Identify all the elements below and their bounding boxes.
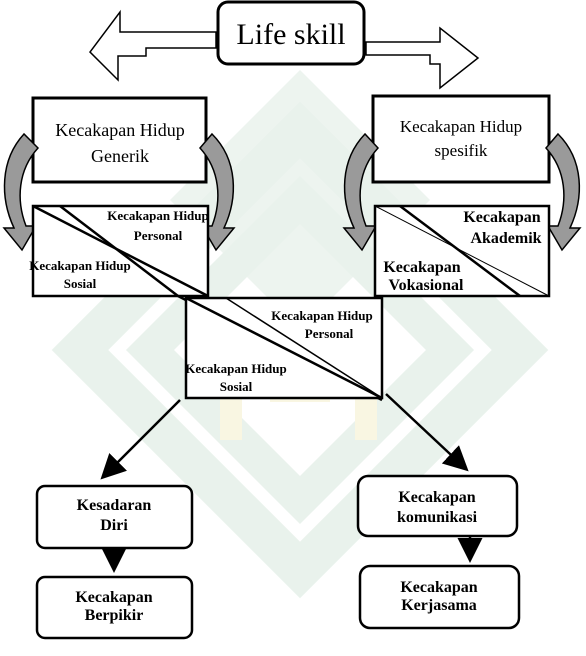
curl-arrow-specific-right bbox=[544, 132, 582, 252]
generic-box bbox=[31, 96, 208, 184]
specific-box-line1: Kecakapan Hidup bbox=[400, 117, 522, 136]
generic-sosial-line1: Kecakapan Hidup bbox=[29, 258, 131, 273]
arrow-root-right bbox=[365, 26, 480, 90]
middle-personal-line1: Kecakapan Hidup bbox=[271, 308, 373, 323]
curl-arrow-specific-left bbox=[342, 132, 380, 252]
kesadaran-line1: Kesadaran bbox=[77, 497, 152, 514]
specific-vokasional-line1: Kecakapan bbox=[383, 259, 460, 276]
berpikir-line1: Kecakapan bbox=[75, 589, 152, 606]
curl-arrow-generic-left bbox=[2, 132, 40, 252]
specific-box-line2: spesifik bbox=[435, 141, 488, 160]
middle-personal-line2: Personal bbox=[305, 326, 354, 341]
komunikasi-line1: Kecakapan bbox=[398, 489, 475, 506]
middle-split-diagonal bbox=[185, 296, 383, 400]
specific-split-diagonal-2 bbox=[374, 205, 550, 297]
berpikir-line2: Berpikir bbox=[85, 607, 144, 624]
generic-box-line1: Kecakapan Hidup bbox=[55, 120, 184, 140]
curl-arrow-generic-right bbox=[198, 132, 236, 252]
kerjasama-line1: Kecakapan bbox=[400, 579, 477, 596]
kesadaran-line2: Diri bbox=[100, 517, 128, 534]
komunikasi-line2: komunikasi bbox=[397, 509, 478, 526]
middle-sosial-line1: Kecakapan Hidup bbox=[185, 361, 287, 376]
generic-personal-line1: Kecakapan Hidup bbox=[107, 208, 209, 223]
kerjasama-line2: Kerjasama bbox=[401, 597, 477, 614]
generic-box-line2: Generik bbox=[91, 146, 149, 166]
kerjasama-box bbox=[358, 564, 521, 630]
middle-sosial-line2: Sosial bbox=[220, 379, 253, 394]
specific-vokasional-line2: Vokasional bbox=[389, 277, 465, 294]
specific-split-diagonal bbox=[399, 205, 521, 297]
berpikir-box bbox=[35, 575, 194, 640]
arrow-to-komunikasi bbox=[385, 393, 469, 472]
generic-personal-line2: Personal bbox=[134, 228, 183, 243]
specific-akademik-line1: Kecakapan bbox=[463, 209, 540, 226]
arrow-root-left bbox=[89, 9, 217, 82]
generic-diagonal-extension bbox=[59, 205, 179, 297]
komunikasi-box bbox=[356, 474, 519, 538]
arrow-to-kesadaran bbox=[100, 399, 181, 480]
root-box bbox=[216, 0, 366, 66]
root-label: Life skill bbox=[236, 18, 345, 51]
specific-akademik-line2: Akademik bbox=[470, 230, 541, 247]
middle-split-diagonal-2 bbox=[225, 297, 383, 399]
specific-box bbox=[371, 94, 551, 184]
generic-sosial-line2: Sosial bbox=[64, 276, 97, 291]
